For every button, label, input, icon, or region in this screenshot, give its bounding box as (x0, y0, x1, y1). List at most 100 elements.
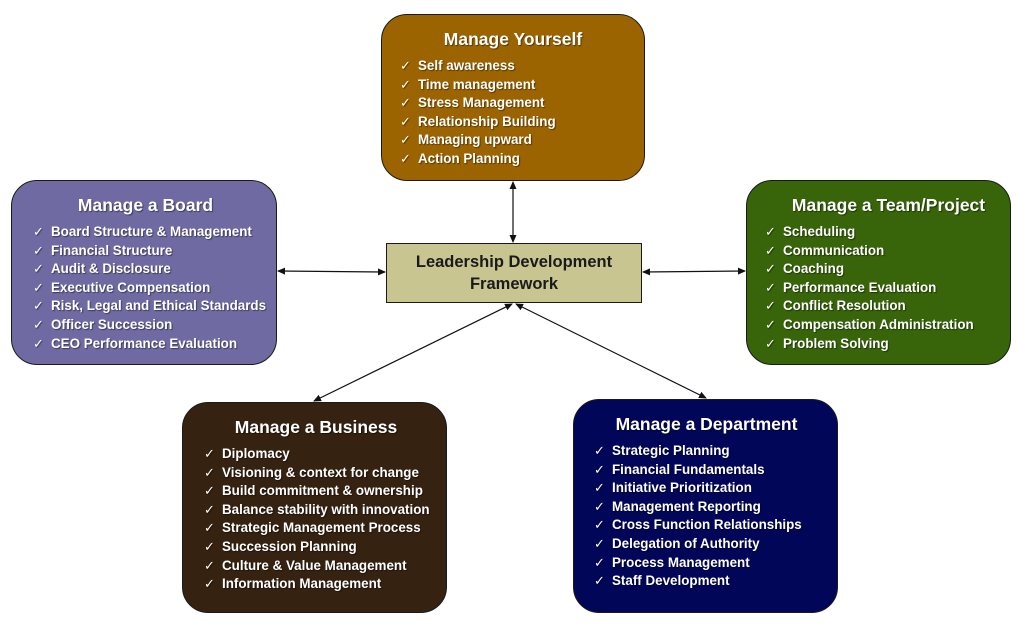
manage-department-box: Manage a Department ✓ Strategic Planning ✓… (573, 399, 838, 613)
checklist-item-label: Communication (783, 242, 885, 258)
manage-department-list: ✓Strategic Planning✓Financial Fundamenta… (594, 442, 827, 591)
checkmark-icon: ✓ (765, 279, 776, 295)
checklist-item-label: Cross Function Relationships (612, 517, 802, 533)
checklist-item: ✓Cross Function Relationships (594, 516, 827, 535)
checkmark-icon: ✓ (33, 242, 44, 258)
leadership-framework-center-box: Leadership Development Framework (386, 243, 642, 303)
manage-yourself-box: Manage Yourself ✓Self awareness✓Time man… (381, 14, 645, 181)
checklist-item-label: Risk, Legal and Ethical Standards (51, 298, 267, 314)
checkmark-icon: ✓ (594, 573, 605, 589)
checklist-item-label: Initiative Prioritization (612, 480, 752, 496)
arrow-center-to-board (277, 267, 386, 276)
checklist-item-label: Conflict Resolution (783, 298, 906, 314)
checkmark-icon: ✓ (204, 483, 215, 499)
checklist-item-label: Problem Solving (783, 335, 889, 351)
checklist-item: ✓Compensation Administration (765, 316, 1000, 335)
checkmark-icon: ✓ (33, 335, 44, 351)
checkmark-icon: ✓ (400, 58, 411, 73)
checklist-item-label: Diplomacy (222, 446, 290, 461)
checkmark-icon: ✓ (765, 224, 776, 239)
checklist-item-label: Audit & Disclosure (51, 261, 171, 277)
checklist-item-label: Scheduling (783, 224, 856, 239)
checklist-item: ✓Executive Compensation (33, 279, 266, 298)
manage-board-title: Manage a Board (77, 195, 214, 215)
checklist-item-label: Self awareness (418, 58, 515, 73)
checklist-item-label: Performance Evaluation (783, 279, 937, 295)
checklist-item-label: Delegation of Authority (612, 535, 760, 551)
checklist-item: ✓ Succession Planning (204, 538, 436, 557)
checklist-item-label: Coaching (783, 261, 845, 277)
checklist-item-label: Strategic Management Process (222, 520, 421, 536)
checklist-item: ✓ Initiative Prioritization (594, 479, 827, 498)
arrow-center-to-department (515, 303, 707, 399)
checklist-item: ✓ Managing upward (400, 131, 634, 150)
center-title-line-2: Framework (469, 275, 559, 293)
manage-team-list: ✓Scheduling✓Communication✓Coaching✓Perfo… (765, 223, 1000, 353)
checklist-item-label: Succession Planning (222, 538, 357, 554)
manage-business-box: Manage a Business ✓ Diplomacy ✓ Visioning &… (182, 402, 447, 613)
checklist-item: ✓Time management (400, 76, 634, 95)
checkmark-icon: ✓ (400, 132, 411, 148)
checklist-item: ✓Coaching (765, 260, 1000, 279)
checkmark-icon: ✓ (765, 316, 776, 332)
checkmark-icon: ✓ (33, 261, 44, 277)
checklist-item: ✓ Diplomacy (204, 445, 436, 464)
checkmark-icon: ✓ (204, 538, 215, 554)
manage-department-title: Manage a Department (615, 414, 798, 434)
checklist-item: ✓Problem Solving (765, 335, 1000, 354)
checklist-item-label: Staff Development (612, 573, 730, 589)
checklist-item-label: Strategic Planning (612, 443, 730, 458)
checkmark-icon: ✓ (204, 520, 215, 536)
checklist-item: ✓Process Management (594, 554, 827, 573)
manage-board-list: ✓ Board Structure & Management ✓ Financial … (33, 223, 266, 353)
checklist-item: ✓ Delegation of Authority (594, 535, 827, 554)
checkmark-icon: ✓ (765, 242, 776, 258)
checkmark-icon: ✓ (594, 480, 605, 496)
checklist-item-label: Balance stability with innovation (222, 501, 430, 517)
checkmark-icon: ✓ (33, 298, 44, 314)
checklist-item: ✓ Communication (765, 242, 1000, 261)
checklist-item: ✓ Information Management (204, 575, 436, 594)
checklist-item: ✓ Audit & Disclosure (33, 260, 266, 279)
checklist-item: ✓ Visioning & context for change (204, 464, 436, 483)
checkmark-icon: ✓ (204, 446, 215, 461)
checklist-item: ✓Stress Management (400, 94, 634, 113)
checklist-item: ✓CEO Performance Evaluation (33, 335, 266, 354)
checklist-item-label: Financial Structure (51, 242, 173, 258)
checklist-item-label: Visioning & context for change (222, 464, 419, 480)
checklist-item: ✓Build commitment & ownership (204, 482, 436, 501)
checkmark-icon: ✓ (765, 298, 776, 314)
checklist-item: ✓ Officer Succession (33, 316, 266, 335)
checklist-item-label: Culture & Value Management (222, 557, 407, 573)
checklist-item: ✓Action Planning (400, 150, 634, 169)
checkmark-icon: ✓ (204, 576, 215, 592)
checklist-item-label: Stress Management (418, 95, 545, 111)
checklist-item: ✓Relationship Building (400, 113, 634, 132)
checklist-item-label: Managing upward (418, 132, 532, 148)
checklist-item-label: Board Structure & Management (51, 224, 252, 239)
checklist-item: ✓ Strategic Management Process (204, 519, 436, 538)
checklist-item: ✓ Risk, Legal and Ethical Standards (33, 297, 266, 316)
checklist-item-label: Officer Succession (51, 316, 173, 332)
checklist-item: ✓ Staff Development (594, 572, 827, 591)
checklist-item-label: Process Management (612, 554, 750, 570)
arrow-center-to-team (642, 267, 746, 276)
manage-team-title: Manage a Team/Project (791, 195, 986, 215)
manage-team-box: Manage a Team/Project ✓ Scheduling ✓ Commun… (746, 180, 1011, 365)
checkmark-icon: ✓ (594, 535, 605, 551)
checkmark-icon: ✓ (33, 224, 44, 239)
checklist-item: ✓Culture & Value Management (204, 557, 436, 576)
checkmark-icon: ✓ (204, 501, 215, 517)
checklist-item: ✓ Board Structure & Management (33, 223, 266, 242)
checkmark-icon: ✓ (594, 498, 605, 514)
arrow-center-to-business (313, 303, 513, 402)
checkmark-icon: ✓ (33, 316, 44, 332)
manage-business-title: Manage a Business (234, 417, 398, 437)
checkmark-icon: ✓ (204, 464, 215, 480)
manage-business-list: ✓ Diplomacy ✓ Visioning & context for chang… (204, 445, 436, 594)
checklist-item-label: Information Management (222, 576, 382, 592)
checklist-item-label: Management Reporting (612, 498, 761, 514)
checklist-item-label: Relationship Building (418, 113, 556, 129)
checklist-item: ✓ Management Reporting (594, 498, 827, 517)
checkmark-icon: ✓ (594, 461, 605, 477)
